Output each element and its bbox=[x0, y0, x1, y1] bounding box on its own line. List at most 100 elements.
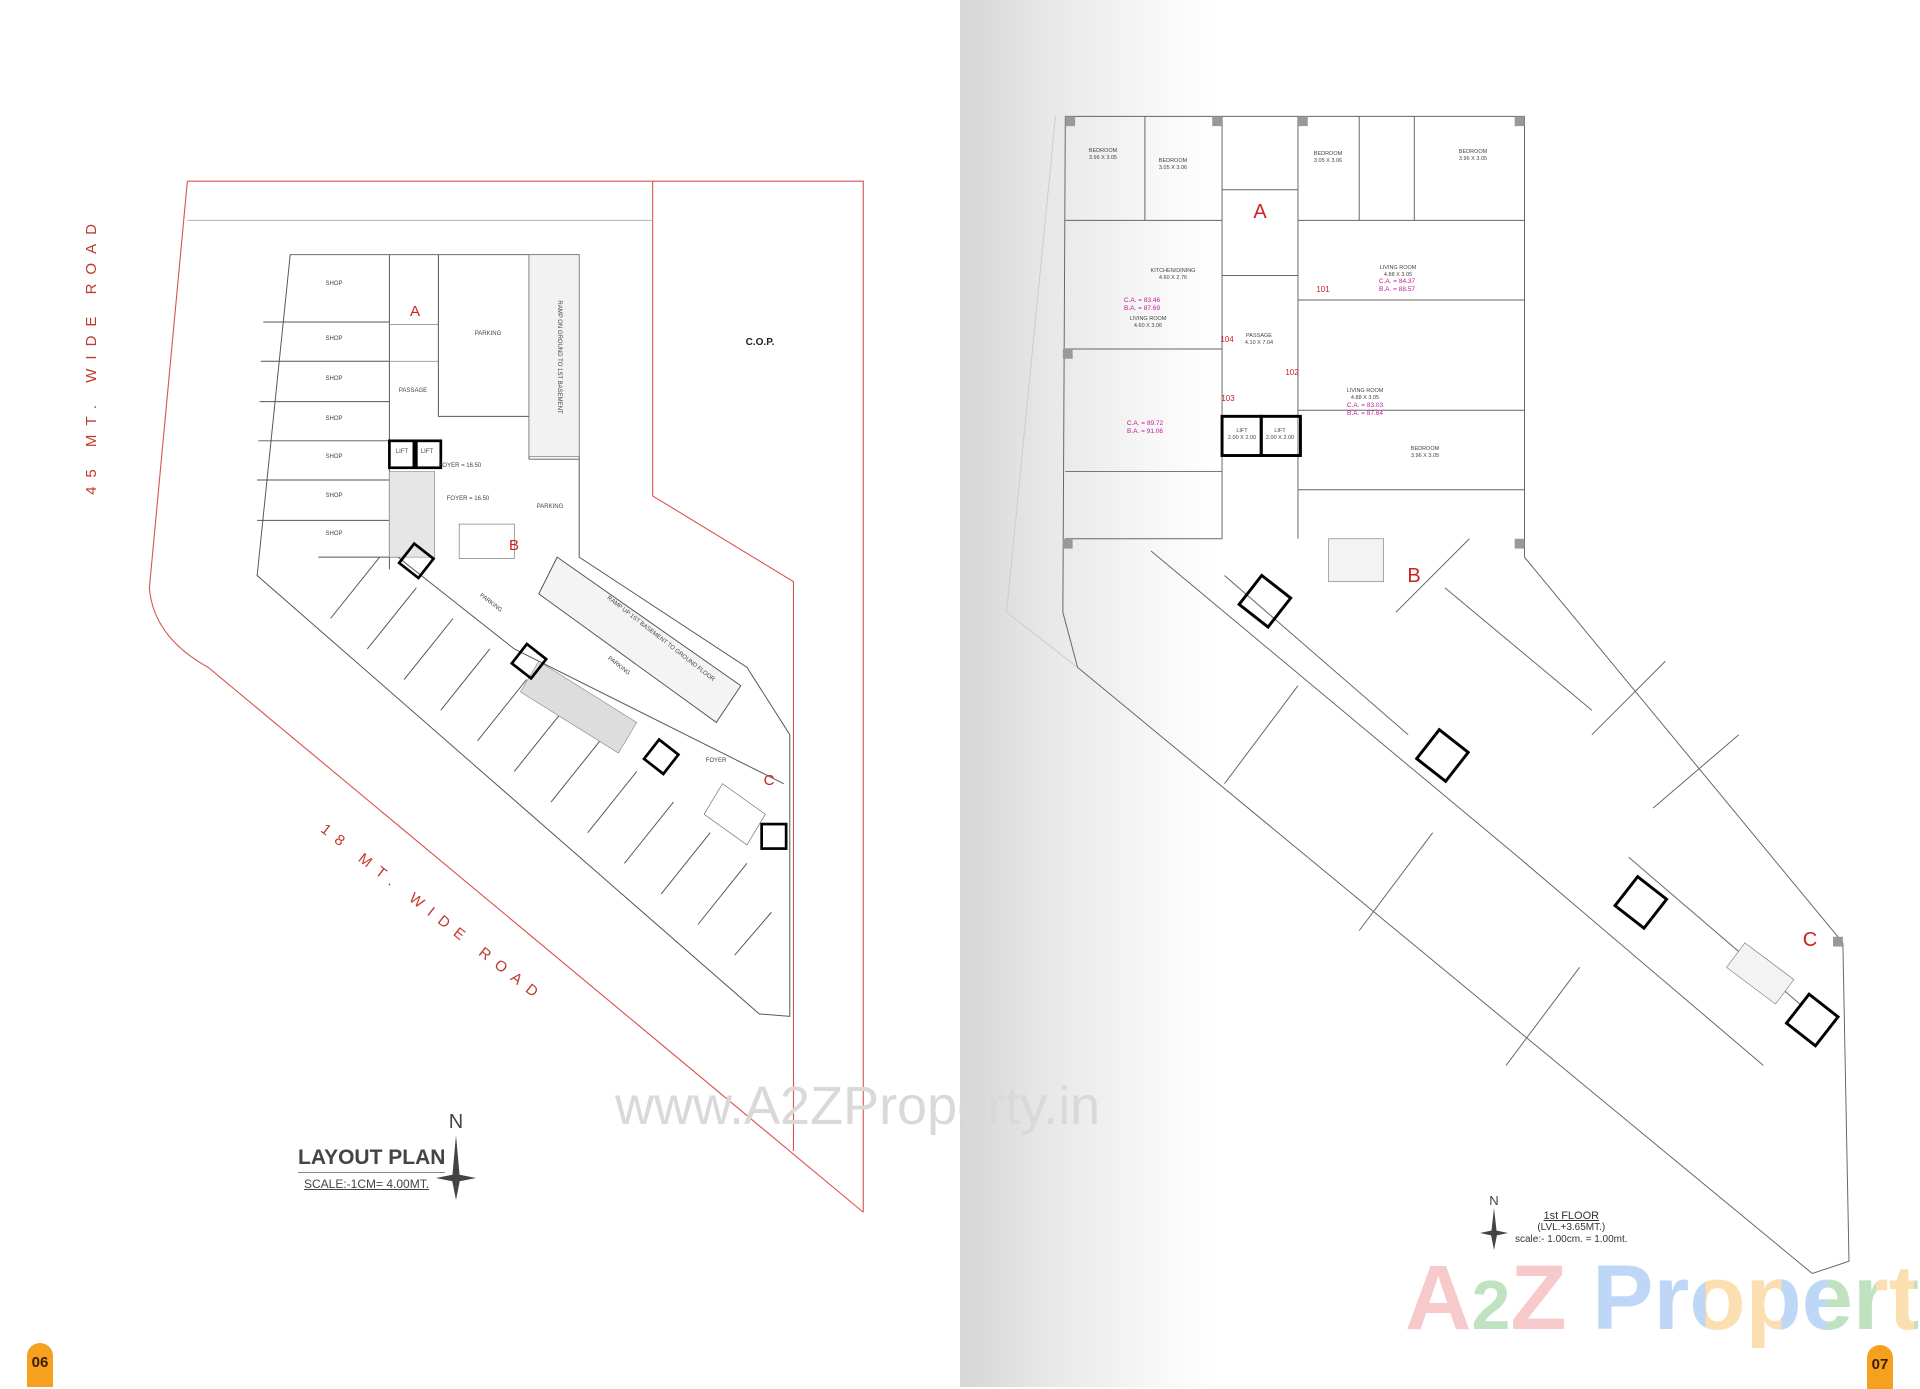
first-floor-drawing bbox=[1006, 115, 1850, 1275]
stair-b-label: B bbox=[509, 537, 519, 554]
room-size: 4.88 X 3.05 bbox=[1384, 272, 1412, 278]
staircases bbox=[389, 324, 766, 846]
layout-plan-title: LAYOUT PLAN bbox=[298, 1146, 446, 1173]
built-area: B.A. = 87.69 bbox=[1124, 305, 1160, 312]
room-name: PASSAGE bbox=[1246, 333, 1272, 339]
carpet-area: C.A. = 84.37 bbox=[1379, 278, 1416, 285]
shop-label: SHOP bbox=[325, 281, 342, 287]
page-number-badge: 06 bbox=[27, 1343, 53, 1387]
site-boundary bbox=[148, 180, 864, 1213]
floor-scale: scale:- 1.00cm. = 1.00mt. bbox=[1515, 1234, 1628, 1245]
north-arrow-icon: N bbox=[1480, 1193, 1508, 1250]
carpet-area: C.A. = 83.46 bbox=[1124, 297, 1161, 304]
floor-title: 1st FLOOR bbox=[1543, 1210, 1600, 1222]
stair-c-label: C bbox=[1803, 929, 1817, 951]
unit-numbers: 101 102 103 104 bbox=[1220, 285, 1330, 403]
road-label-45m: 45 MT. WIDE ROAD bbox=[83, 215, 100, 495]
shop-label: SHOP bbox=[325, 493, 342, 499]
carpet-area: C.A. = 83.03 bbox=[1347, 402, 1384, 409]
logo-a: A bbox=[1405, 1247, 1472, 1349]
cop-label: C.O.P. bbox=[746, 337, 775, 348]
built-area: B.A. = 88.57 bbox=[1379, 286, 1415, 293]
layout-plan-drawing bbox=[148, 180, 864, 1213]
shop-label: SHOP bbox=[325, 531, 342, 537]
room-size: 4.10 X 7.04 bbox=[1245, 340, 1273, 346]
layout-plan-scale: SCALE:-1CM= 4.00MT. bbox=[304, 1177, 430, 1191]
north-arrow-icon: N bbox=[436, 1111, 476, 1200]
parking-label: PARKING bbox=[478, 593, 503, 614]
carpet-area: C.A. = 89.72 bbox=[1127, 420, 1164, 427]
stair-a-label: A bbox=[410, 303, 420, 320]
parking-label: PARKING bbox=[537, 504, 564, 510]
ramp-1 bbox=[528, 254, 580, 458]
shop-label: SHOP bbox=[325, 454, 342, 460]
unit-number: 104 bbox=[1220, 335, 1234, 344]
room-name: LIVING ROOM bbox=[1130, 316, 1167, 322]
parking-label: PARKING bbox=[606, 656, 631, 677]
north-label: N bbox=[1489, 1193, 1498, 1208]
room-size: 3.96 X 3.05 bbox=[1459, 156, 1487, 162]
lifts bbox=[388, 439, 788, 850]
page-number-badge: 07 bbox=[1867, 1345, 1893, 1389]
watermark-text: www.A2ZProperty.in bbox=[615, 1076, 1101, 1136]
room-size: 3.96 X 3.05 bbox=[1089, 155, 1117, 161]
logo-word: Property bbox=[1592, 1247, 1920, 1349]
area-labels: C.A. = 83.46B.A. = 87.69 C.A. = 84.37B.A… bbox=[1124, 278, 1416, 435]
lifts bbox=[1220, 414, 1841, 1048]
logo-z: Z bbox=[1510, 1247, 1567, 1349]
right-page bbox=[960, 0, 1920, 1387]
built-area: B.A. = 91.06 bbox=[1127, 428, 1163, 435]
building-outline bbox=[256, 254, 791, 1017]
room-name: BEDROOM bbox=[1411, 446, 1440, 452]
stair-a-label: A bbox=[1253, 201, 1267, 223]
stair-b-label: B bbox=[1407, 565, 1420, 587]
unit-number: 101 bbox=[1316, 285, 1330, 294]
room-size: 2.00 X 2.00 bbox=[1266, 435, 1294, 441]
room-name: BEDROOM bbox=[1159, 158, 1188, 164]
road-label-18m: 18 MT. WIDE ROAD bbox=[317, 821, 548, 1007]
room-size: 3.05 X 3.06 bbox=[1159, 165, 1187, 171]
foyer-label: FOYER = 16.50 bbox=[439, 463, 482, 469]
stair-c bbox=[1726, 942, 1795, 1005]
room-size: 2.00 X 2.00 bbox=[1228, 435, 1256, 441]
room-name: KITCHEN/DINING bbox=[1151, 268, 1196, 274]
shop-label: SHOP bbox=[325, 376, 342, 382]
room-name: BEDROOM bbox=[1459, 149, 1488, 155]
built-area: B.A. = 87.64 bbox=[1347, 410, 1383, 417]
room-size: 4.60 X 3.06 bbox=[1134, 323, 1162, 329]
unit-number: 103 bbox=[1221, 394, 1235, 403]
room-name: LIFT bbox=[1236, 428, 1248, 434]
unit-number: 102 bbox=[1285, 368, 1299, 377]
shop-label: SHOP bbox=[325, 416, 342, 422]
stair-c-label: C bbox=[764, 772, 775, 789]
room-name: LIVING ROOM bbox=[1347, 388, 1384, 394]
lift-label: LIFT bbox=[421, 449, 434, 455]
floor-title-block: 1st FLOOR (LVL.+3.65MT.) scale:- 1.00cm.… bbox=[1515, 1210, 1628, 1246]
shop-label: SHOP bbox=[325, 336, 342, 342]
ramp-label: RAMP ON GROUND TO 1ST BASEMENT bbox=[556, 300, 562, 414]
hatched-area bbox=[389, 471, 436, 558]
stair-b bbox=[1328, 538, 1384, 582]
room-name: LIVING ROOM bbox=[1380, 265, 1417, 271]
north-label: N bbox=[449, 1111, 463, 1133]
room-name: BEDROOM bbox=[1314, 151, 1343, 157]
room-size: 3.05 X 3.06 bbox=[1314, 158, 1342, 164]
a2z-property-logo: A2Z Property bbox=[1405, 1252, 1920, 1344]
room-name: BEDROOM bbox=[1089, 148, 1118, 154]
lift-label: LIFT bbox=[396, 449, 409, 455]
room-size: 4.60 X 2.76 bbox=[1159, 275, 1187, 281]
room-size: 4.88 X 3.05 bbox=[1351, 395, 1379, 401]
ramp-hatch bbox=[519, 660, 638, 754]
layout-plan-title-block: LAYOUT PLAN SCALE:-1CM= 4.00MT. bbox=[298, 1146, 446, 1191]
passage-label: PASSAGE bbox=[399, 388, 427, 394]
room-name: LIFT bbox=[1274, 428, 1286, 434]
foyer-label: FOYER bbox=[706, 758, 727, 764]
logo-2: 2 bbox=[1471, 1266, 1511, 1344]
floor-level: (LVL.+3.65MT.) bbox=[1537, 1222, 1606, 1233]
columns bbox=[1062, 116, 1843, 947]
left-page bbox=[0, 0, 960, 1387]
parking-label: PARKING bbox=[475, 331, 502, 337]
